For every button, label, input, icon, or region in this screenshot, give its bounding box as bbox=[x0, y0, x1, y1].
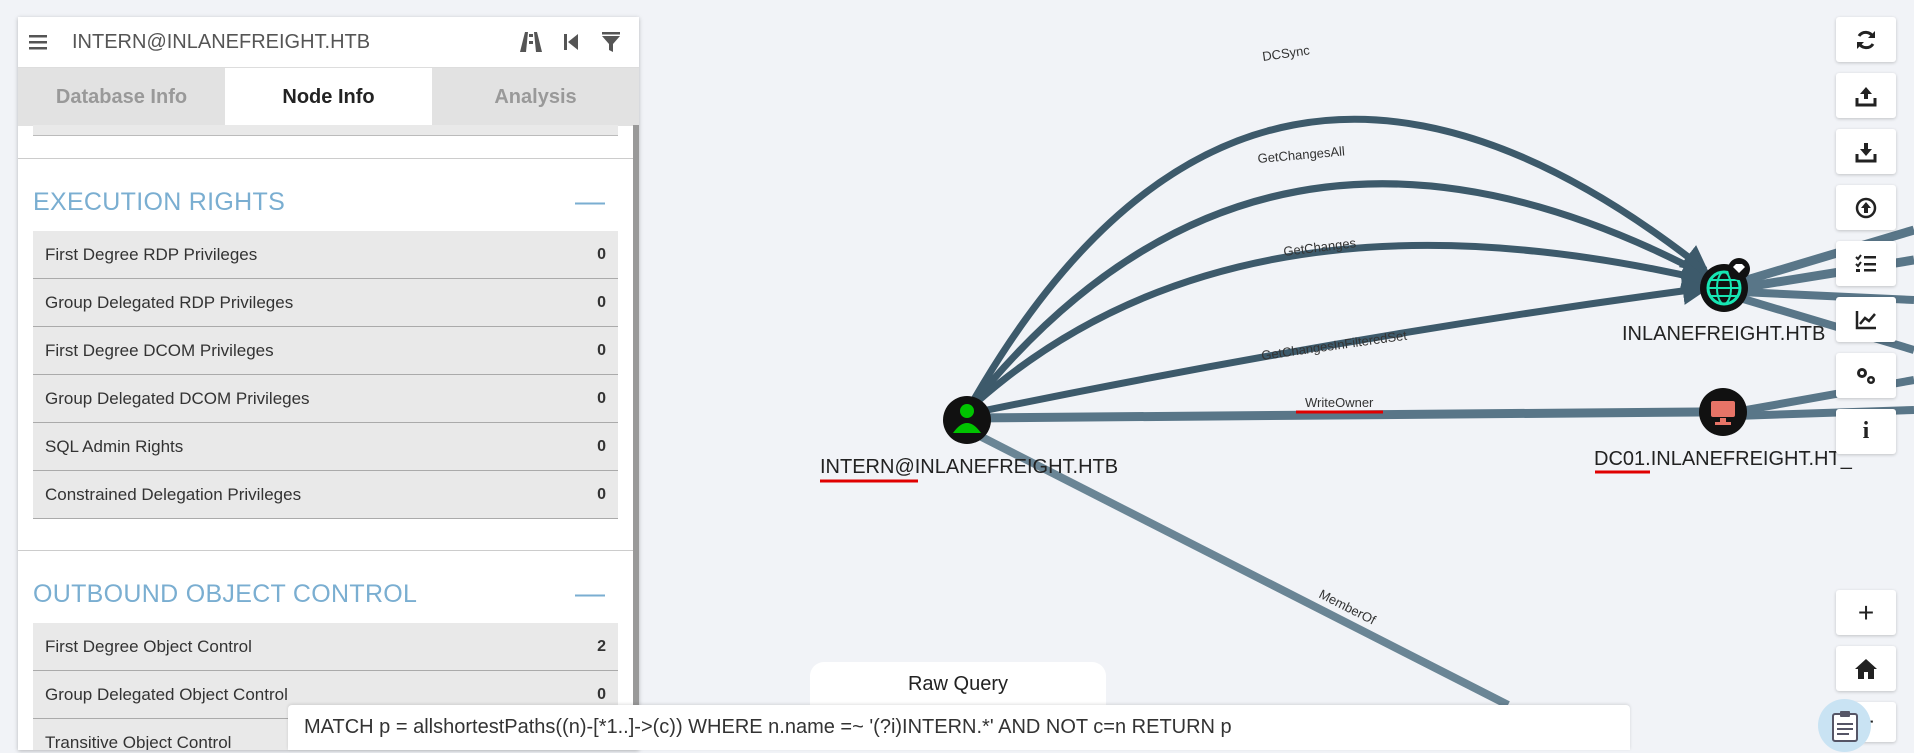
refresh-icon bbox=[1857, 30, 1875, 49]
info-button[interactable]: i bbox=[1836, 409, 1896, 454]
queries-button[interactable] bbox=[1836, 241, 1896, 286]
stats-button[interactable] bbox=[1836, 297, 1896, 342]
search-bar: INTERN@INLANEFREIGHT.HTB bbox=[18, 17, 639, 68]
row-label: Group Delegated RDP Privileges bbox=[45, 292, 294, 312]
row-label: Group Delegated Object Control bbox=[45, 684, 288, 704]
list-item[interactable]: SQL Admin Rights 0 bbox=[33, 423, 618, 471]
scrollbar[interactable] bbox=[633, 125, 639, 750]
upload-button[interactable] bbox=[1836, 73, 1896, 118]
collapse-icon[interactable]: — bbox=[575, 577, 605, 610]
section-title: EXECUTION RIGHTS bbox=[33, 187, 286, 216]
row-label: Constrained Delegation Privileges bbox=[45, 484, 302, 504]
section-header-execution-rights[interactable]: EXECUTION RIGHTS — bbox=[18, 179, 633, 225]
row-count: 0 bbox=[597, 389, 606, 407]
list-item[interactable]: Group Delegated DCOM Privileges 0 bbox=[33, 375, 618, 423]
home-icon bbox=[1855, 658, 1877, 679]
checklist-icon bbox=[1855, 253, 1876, 272]
section-title: OUTBOUND OBJECT CONTROL bbox=[33, 579, 418, 608]
raw-query-toggle[interactable]: Raw Query bbox=[810, 662, 1106, 706]
edge-memberof[interactable] bbox=[966, 426, 1510, 709]
tab-node-info[interactable]: Node Info bbox=[225, 68, 432, 126]
edge-label-getchangesinfilteredset: GetChangesInFilteredSet bbox=[1260, 328, 1408, 363]
row-label: Transitive Object Control bbox=[45, 732, 232, 751]
edge-dcsync[interactable] bbox=[964, 115, 1710, 412]
filter-icon[interactable] bbox=[591, 32, 631, 52]
edge-getchanges[interactable] bbox=[965, 241, 1711, 413]
node-label-domain: INLANEFREIGHT.HTB bbox=[1622, 323, 1825, 345]
edge-label-writeowner: WriteOwner bbox=[1305, 395, 1374, 410]
tab-bar: Database Info Node Info Analysis bbox=[18, 68, 639, 126]
list-item[interactable]: Constrained Delegation Privileges 0 bbox=[33, 471, 618, 519]
node-info-content[interactable]: EXECUTION RIGHTS — First Degree RDP Priv… bbox=[18, 125, 633, 750]
zoom-in-button[interactable]: + bbox=[1836, 590, 1896, 635]
row-count: 2 bbox=[597, 637, 606, 655]
settings-button[interactable] bbox=[1836, 353, 1896, 398]
chart-icon bbox=[1855, 310, 1876, 329]
section-header-outbound-object-control[interactable]: OUTBOUND OBJECT CONTROL — bbox=[18, 571, 633, 617]
pathfinding-icon[interactable] bbox=[511, 32, 551, 52]
execution-rights-list: First Degree RDP Privileges 0 Group Deleg… bbox=[33, 231, 618, 519]
info-icon: i bbox=[1862, 418, 1870, 444]
edge-getchangesall[interactable] bbox=[965, 180, 1710, 413]
node-label-computer: DC01.INLANEFREIGHT.HT_ bbox=[1594, 448, 1853, 470]
offscreen-edges bbox=[1734, 225, 1914, 420]
edge-label-getchangesall: GetChangesAll bbox=[1257, 143, 1346, 166]
row-label: Group Delegated DCOM Privileges bbox=[45, 388, 310, 408]
row-label: SQL Admin Rights bbox=[45, 436, 184, 456]
node-computer[interactable]: DC01.INLANEFREIGHT.HT_ bbox=[1594, 388, 1853, 474]
download-icon bbox=[1855, 142, 1877, 162]
graph-toolbar: i bbox=[1836, 17, 1896, 465]
node-label-user: INTERN@INLANEFREIGHT.HTB bbox=[820, 456, 1118, 478]
row-count: 0 bbox=[597, 685, 606, 703]
row-label: First Degree RDP Privileges bbox=[45, 244, 258, 264]
row-label: First Degree DCOM Privileges bbox=[45, 340, 274, 360]
user-icon bbox=[953, 404, 981, 433]
home-button[interactable] bbox=[1836, 646, 1896, 691]
collapse-icon[interactable]: — bbox=[575, 185, 605, 218]
tab-database-info[interactable]: Database Info bbox=[18, 68, 225, 126]
edge-getchangesinfilteredset[interactable] bbox=[967, 277, 1711, 418]
search-input[interactable]: INTERN@INLANEFREIGHT.HTB bbox=[72, 30, 371, 53]
download-button[interactable] bbox=[1836, 129, 1896, 174]
diamond-badge-icon bbox=[1728, 258, 1750, 280]
row-count: 0 bbox=[597, 245, 606, 263]
list-item[interactable]: First Degree RDP Privileges 0 bbox=[33, 231, 618, 279]
plus-icon: + bbox=[1857, 596, 1875, 628]
list-item[interactable]: First Degree DCOM Privileges 0 bbox=[33, 327, 618, 375]
list-item[interactable]: Group Delegated RDP Privileges 0 bbox=[33, 279, 618, 327]
section-divider bbox=[18, 550, 633, 551]
section-divider bbox=[18, 158, 633, 159]
refresh-button[interactable] bbox=[1836, 17, 1896, 62]
row-count: 0 bbox=[597, 341, 606, 359]
node-domain[interactable]: INLANEFREIGHT.HTB bbox=[1622, 258, 1825, 345]
settings-icon bbox=[1857, 367, 1875, 384]
side-panel: INTERN@INLANEFREIGHT.HTB Database Info N… bbox=[18, 17, 639, 750]
previous-row-stub bbox=[33, 125, 618, 136]
clipboard-icon bbox=[1831, 710, 1858, 742]
list-item[interactable]: First Degree Object Control 2 bbox=[33, 623, 618, 671]
clipboard-button[interactable] bbox=[1818, 699, 1871, 752]
raw-query-text[interactable]: MATCH p = allshortestPaths((n)-[*1..]->(… bbox=[304, 716, 1232, 738]
edge-label-dcsync: DCSync bbox=[1261, 42, 1311, 64]
node-user[interactable]: INTERN@INLANEFREIGHT.HTB bbox=[820, 396, 1118, 483]
raw-query-input[interactable]: MATCH p = allshortestPaths((n)-[*1..]->(… bbox=[288, 705, 1630, 750]
menu-icon[interactable] bbox=[18, 34, 58, 50]
row-count: 0 bbox=[597, 437, 606, 455]
globe-icon bbox=[1706, 270, 1742, 306]
import-icon bbox=[1855, 197, 1877, 218]
upload-icon bbox=[1855, 86, 1877, 106]
row-count: 0 bbox=[597, 485, 606, 503]
import-button[interactable] bbox=[1836, 185, 1896, 230]
edge-writeowner[interactable] bbox=[967, 407, 1701, 423]
tab-analysis[interactable]: Analysis bbox=[432, 68, 639, 126]
row-label: First Degree Object Control bbox=[45, 636, 252, 656]
computer-icon bbox=[1711, 401, 1735, 425]
row-count: 0 bbox=[597, 293, 606, 311]
back-icon[interactable] bbox=[551, 33, 591, 51]
